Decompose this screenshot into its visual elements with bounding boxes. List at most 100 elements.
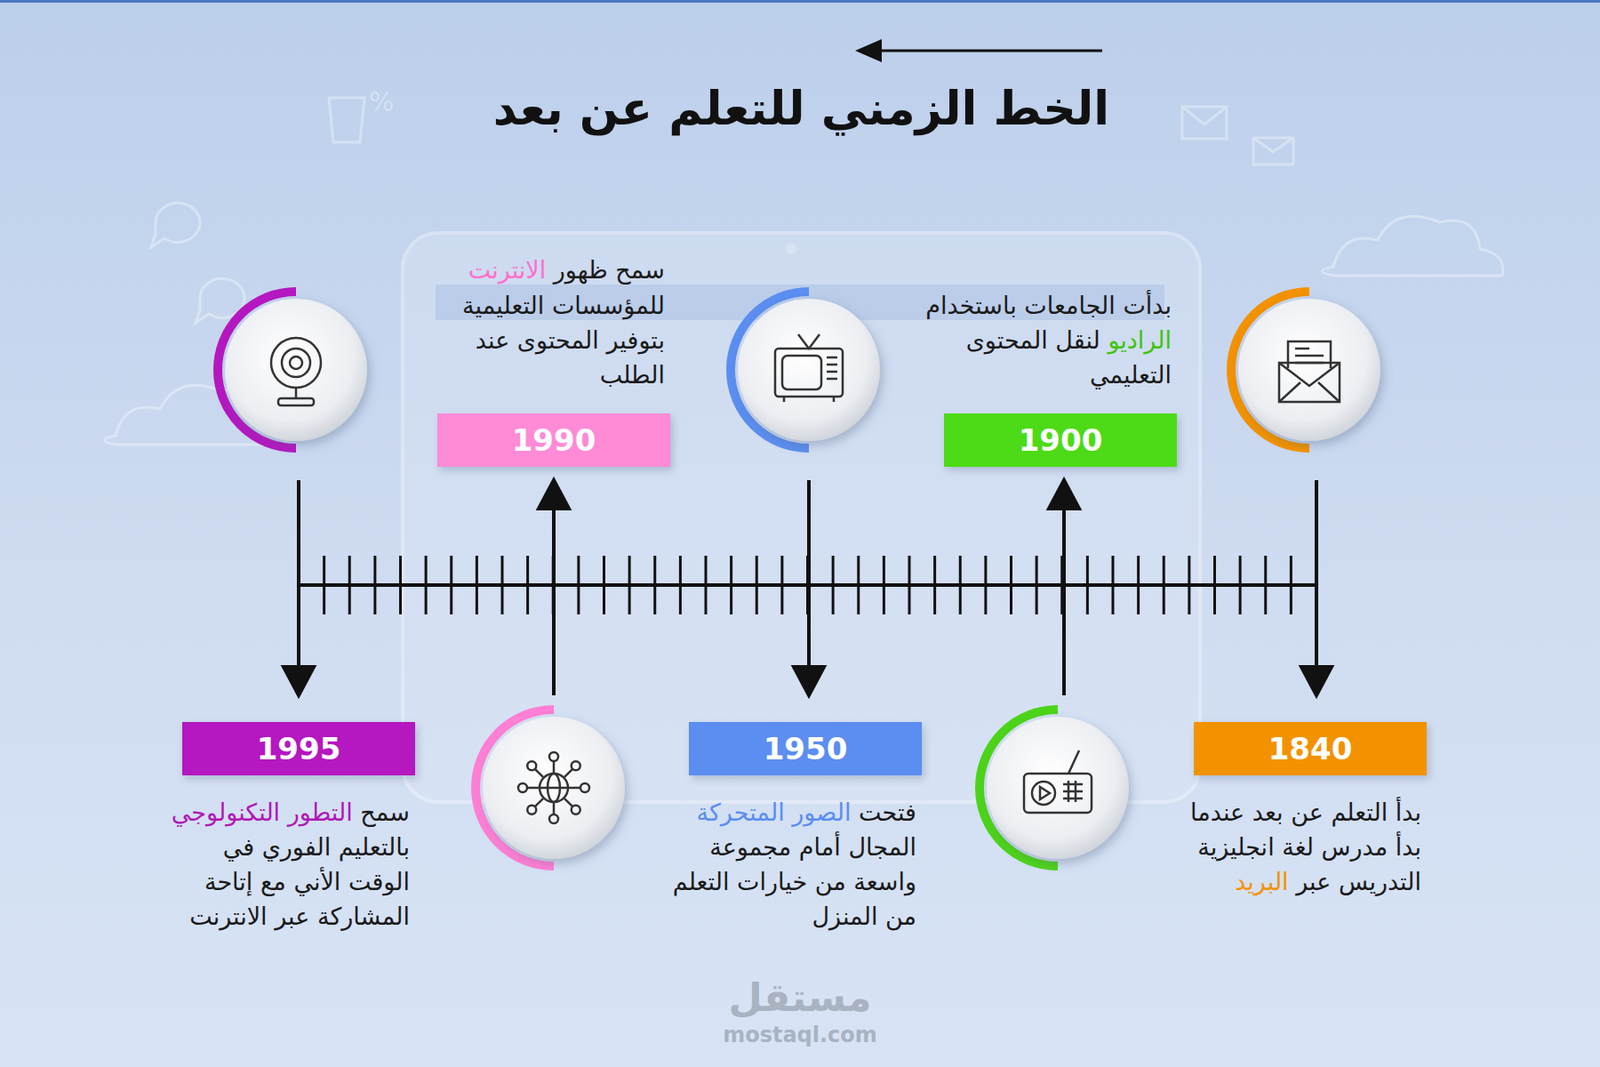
radio-icon-circle	[986, 716, 1129, 859]
event-description: سمح التطور التكنولوجي بالتعليم الفوري في…	[160, 794, 410, 935]
background-decoration	[785, 243, 797, 255]
webcam-icon-circle	[278, 398, 314, 406]
network-icon-circle	[571, 760, 581, 770]
event-description: بدأ التعلم عن بعد عندما بدأ مدرس لغة انج…	[1172, 794, 1422, 899]
tick-mark	[399, 555, 402, 615]
radio-icon-circle	[1040, 786, 1050, 800]
year-box: 1840بدأ التعلم عن بعد عندما بدأ مدرس لغة…	[1193, 721, 1427, 776]
tick-mark	[882, 555, 886, 615]
network-icon-circle	[527, 760, 536, 770]
tick-mark	[602, 555, 606, 615]
year-box: 1995سمح التطور التكنولوجي بالتعليم الفور…	[182, 721, 416, 776]
network-icon-circle	[564, 768, 573, 777]
timeline-arrows	[283, 480, 1332, 696]
tv-icon-circle	[775, 334, 843, 402]
watermark: mostaql.com	[722, 1022, 878, 1048]
tick-mark	[653, 555, 656, 615]
mail-icon-circle	[1279, 382, 1340, 402]
tick-mark	[933, 555, 936, 615]
year-label: 1900	[1018, 422, 1104, 458]
tick-mark	[729, 555, 733, 615]
tick-mark	[908, 555, 912, 615]
tick-mark	[1213, 555, 1216, 615]
direction-arrow	[855, 39, 1103, 63]
tick-mark	[526, 555, 529, 615]
network-icon-circle	[518, 783, 528, 792]
tv-icon-circle	[737, 298, 880, 441]
tick-mark	[424, 555, 428, 615]
timeline-arrows	[552, 506, 556, 696]
tick-mark	[501, 555, 504, 615]
year-label: 1995	[256, 730, 342, 767]
mail-icon-circle	[1279, 341, 1340, 402]
radio-icon-circle	[1024, 773, 1092, 813]
network-icon-circle	[527, 805, 536, 815]
network-icon-circle	[552, 802, 556, 815]
tick-mark	[780, 555, 784, 615]
network-icon-circle	[549, 752, 559, 761]
tick-mark	[322, 555, 326, 615]
network-icon-circle	[580, 783, 590, 792]
tick-mark	[576, 555, 580, 615]
background-decoration: %	[104, 86, 1504, 802]
network-icon-circle	[568, 786, 581, 790]
tick-mark	[1035, 555, 1039, 615]
webcam-icon-circle	[289, 356, 303, 369]
network-icon-circle	[482, 716, 625, 859]
background-decoration: %	[368, 86, 395, 118]
mail-icon-circle	[1288, 341, 1331, 368]
tv-icon-circle	[775, 348, 843, 397]
background-decoration	[1253, 137, 1294, 165]
mail-icon-circle	[1238, 298, 1381, 441]
tick-mark	[449, 555, 453, 615]
webcam-icon-circle	[224, 298, 368, 441]
background-decoration	[328, 97, 365, 143]
tick-mark	[856, 555, 860, 615]
tick-mark	[348, 555, 352, 615]
network-icon-circle	[475, 709, 625, 866]
webcam-icon-circle	[217, 291, 368, 448]
event-description: بدأت الجامعات باستخدام الراديو لنقل المح…	[922, 288, 1172, 392]
network-icon-circle	[549, 814, 559, 824]
network-icon-circle	[552, 760, 556, 773]
tick-mark	[959, 555, 962, 615]
timeline-arrows	[807, 480, 811, 669]
network-icon-circle	[539, 773, 568, 802]
tick-mark	[1239, 555, 1242, 615]
tv-icon-circle	[798, 334, 820, 349]
timeline-arrows	[1301, 666, 1332, 696]
year-box: 1900بدأت الجامعات باستخدام الراديو لنقل …	[944, 413, 1177, 467]
radio-icon-circle	[1032, 781, 1056, 805]
network-icon-circle	[527, 786, 539, 790]
tick-mark	[475, 555, 479, 615]
tick-mark	[1136, 555, 1140, 615]
tick-mark	[1162, 555, 1166, 615]
radio-icon-circle	[1024, 750, 1092, 813]
network-icon-circle	[539, 786, 568, 790]
year-label: 1990	[512, 422, 597, 458]
radio-icon-circle	[1068, 750, 1080, 774]
background-decoration	[1322, 216, 1504, 276]
webcam-icon-circle	[271, 337, 321, 388]
timeline-arrows	[538, 480, 569, 509]
tick-mark	[1009, 555, 1013, 615]
diagram-title: الخط الزمني للتعلم عن بعد	[493, 81, 1110, 136]
timeline-arrows	[296, 480, 301, 669]
direction-arrow	[875, 49, 1103, 53]
mail-icon-circle	[1231, 291, 1381, 448]
tick-mark	[1112, 555, 1115, 615]
tick-mark	[373, 555, 376, 615]
network-icon-circle	[518, 752, 590, 824]
network-icon-circle	[535, 768, 544, 777]
radio-icon-circle	[979, 709, 1129, 866]
watermark: مستقل	[728, 974, 872, 1020]
mail-icon-circle	[1295, 348, 1324, 363]
tv-icon-circle	[826, 357, 838, 379]
tick-mark	[755, 555, 759, 615]
timeline-arrows	[283, 666, 314, 696]
year-label: 1950	[763, 730, 848, 767]
mail-icon-circle	[1279, 362, 1340, 402]
year-box: 1990سمح ظهور الانترنت للمؤسسات التعليمية…	[437, 413, 671, 467]
tick-mark	[1086, 555, 1089, 615]
